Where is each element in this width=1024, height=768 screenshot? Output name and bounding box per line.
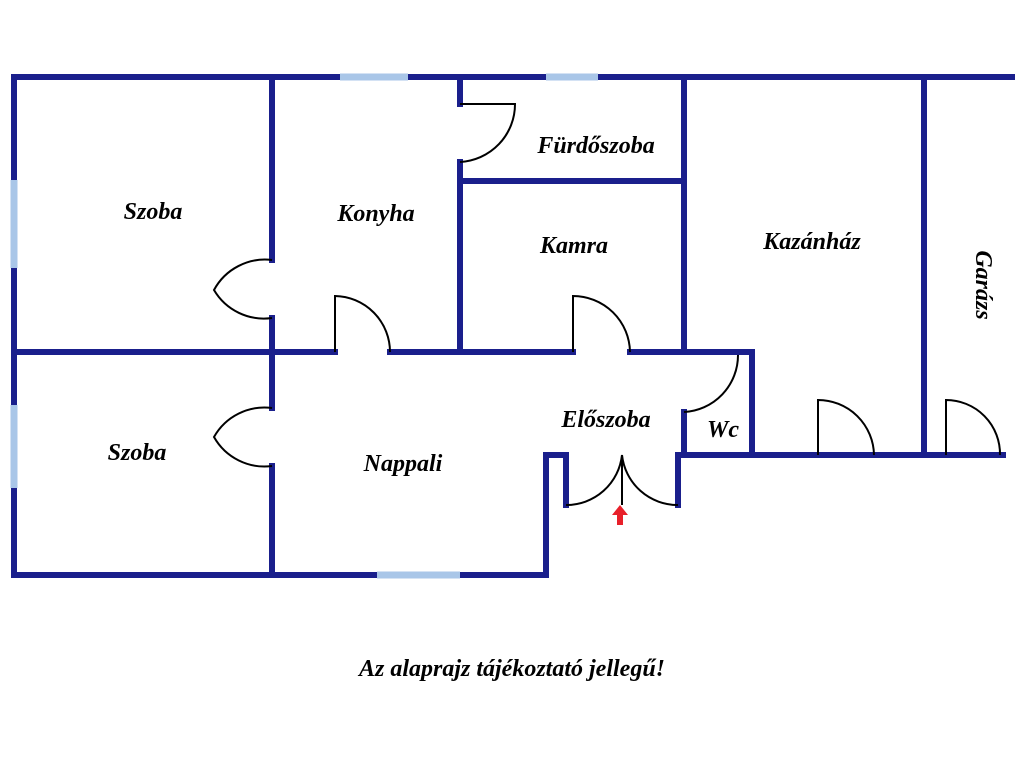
disclaimer-note: Az alaprajz tájékoztató jellegű! <box>358 656 666 682</box>
room-label-szoba-bottom: Szoba <box>108 440 167 466</box>
door-entrance-left <box>565 454 623 507</box>
room-label-konyha: Konyha <box>336 201 414 227</box>
door-garage <box>945 398 1002 456</box>
room-label-wc: Wc <box>707 417 739 443</box>
windows <box>10 73 598 579</box>
room-label-kazanhaz: Kazánház <box>762 229 861 255</box>
room-label-kamra: Kamra <box>539 233 608 259</box>
room-label-furdoszoba: Fürdőszoba <box>536 133 654 159</box>
room-label-garazs: Garázs <box>970 250 996 319</box>
door-entrance-right <box>621 454 679 507</box>
walls <box>11 74 1015 578</box>
room-label-szoba-top: Szoba <box>124 199 183 225</box>
room-label-nappali: Nappali <box>363 451 443 477</box>
entrance-arrow-icon <box>612 505 628 525</box>
door-kazanhaz <box>817 398 875 456</box>
door-kamra <box>572 294 631 353</box>
door-room-bottom <box>212 406 273 468</box>
door-wc <box>683 354 740 413</box>
room-label-eloszoba: Előszoba <box>560 407 650 433</box>
door-kitchen <box>334 294 391 353</box>
room-labels: Szoba Konyha Fürdőszoba Kamra Kazánház G… <box>108 133 996 477</box>
doors <box>212 103 1002 507</box>
door-bathroom <box>459 103 517 163</box>
door-room-top <box>212 258 273 320</box>
